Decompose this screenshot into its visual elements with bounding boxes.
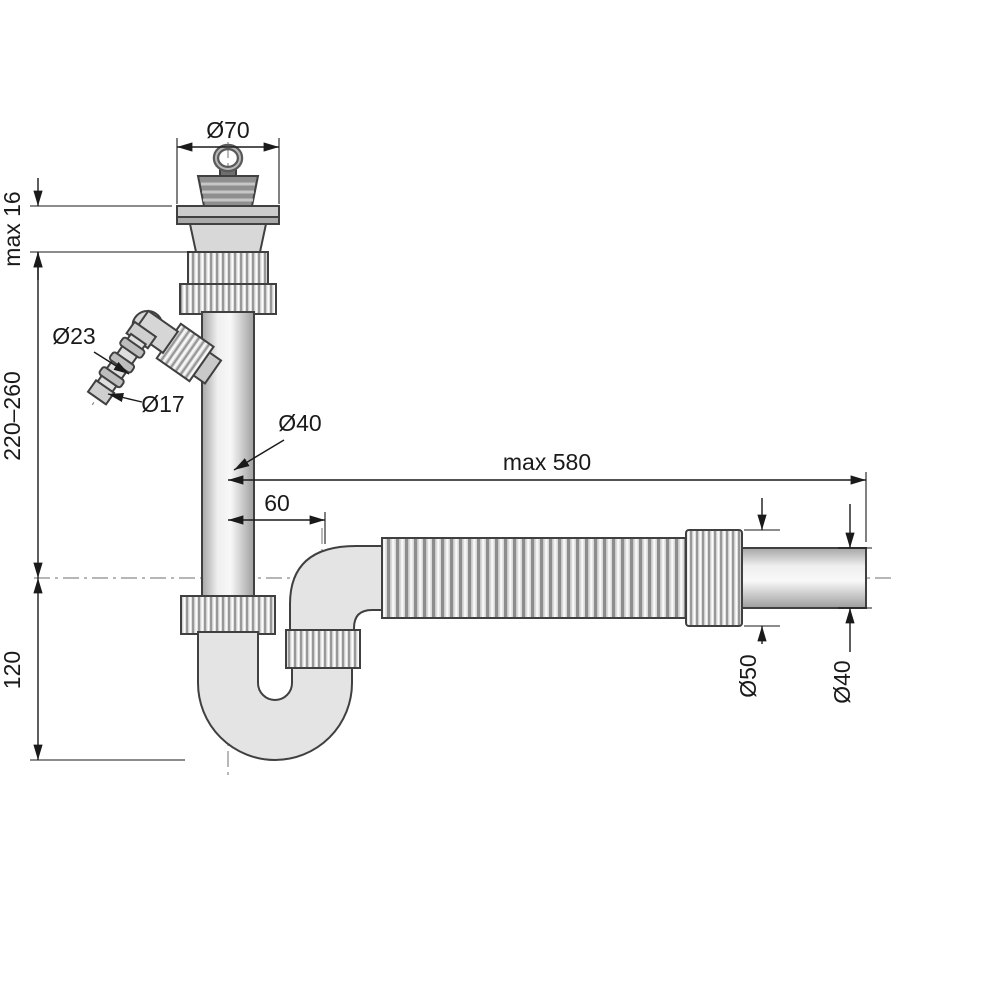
elbow-nut <box>285 629 361 669</box>
leader-line <box>107 393 143 403</box>
dim-o50: Ø50 <box>735 498 780 698</box>
union-nut-lower <box>180 595 276 635</box>
dim-label-60: 60 <box>264 490 290 516</box>
lock-nut <box>187 251 269 285</box>
dim-120: 120 <box>0 578 185 761</box>
outlet-elbow <box>289 545 385 635</box>
strainer-flange <box>176 205 280 218</box>
dim-label-120: 120 <box>0 651 25 689</box>
leader-line <box>93 351 130 375</box>
dim-60: 60 <box>228 490 326 544</box>
dimensions: Ø70 max 16 220–260 120 max 580 60 <box>0 117 872 761</box>
dim-label-o17: Ø17 <box>141 391 184 417</box>
barb-ring <box>119 336 146 359</box>
outlet-pipe <box>741 547 867 609</box>
leader-line <box>233 439 285 471</box>
dim-label-o50: Ø50 <box>735 654 761 697</box>
dim-label-height-range: 220–260 <box>0 371 25 461</box>
dim-height-range: 220–260 <box>0 251 43 578</box>
dim-label-o40-pipe: Ø40 <box>278 410 321 436</box>
dim-label-max16: max 16 <box>0 191 25 266</box>
dim-max16: max 16 <box>0 178 190 280</box>
dim-o17: Ø17 <box>107 391 185 417</box>
dim-label-o40-outlet: Ø40 <box>829 660 855 703</box>
union-nut-top <box>179 283 277 315</box>
flexible-hose-assembly <box>381 529 867 627</box>
dim-label-o23: Ø23 <box>52 323 95 349</box>
dim-label-o70: Ø70 <box>206 117 249 143</box>
dim-o40-pipe: Ø40 <box>233 410 322 471</box>
dim-label-max580: max 580 <box>503 449 591 475</box>
drain-assembly <box>176 143 280 315</box>
strainer-flange-lip <box>176 216 280 225</box>
corrugated-hose <box>381 537 687 619</box>
dim-o23: Ø23 <box>52 323 130 375</box>
strainer-funnel <box>188 223 268 253</box>
centerlines <box>34 142 896 778</box>
coupling-nut <box>685 529 743 627</box>
trap-assembly <box>180 545 385 761</box>
dim-max580: max 580 <box>228 449 867 542</box>
dim-o70: Ø70 <box>176 117 280 204</box>
dim-o40-outlet: Ø40 <box>829 504 872 704</box>
